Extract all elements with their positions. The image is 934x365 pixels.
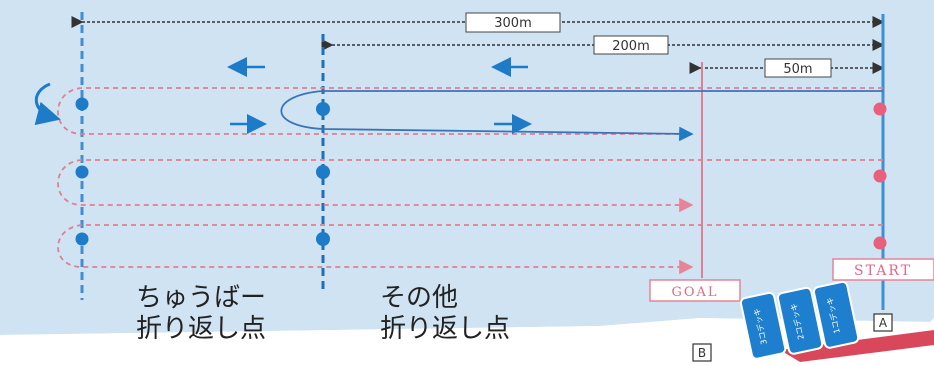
buoys-sonota bbox=[316, 102, 330, 246]
deck-box-2: 2コデッキ bbox=[776, 286, 824, 355]
caption-sonota-line1: その他 bbox=[380, 283, 459, 313]
loop-200m bbox=[280, 90, 883, 142]
start-marker: START bbox=[832, 258, 934, 281]
deck-box-1: 1コデッキ bbox=[812, 280, 860, 349]
caption-chuuba-line1: ちゅうばー bbox=[136, 283, 267, 313]
buoys-start bbox=[873, 102, 887, 250]
dimension-50m: 50m bbox=[689, 58, 885, 78]
marker-b-label: B bbox=[698, 346, 706, 360]
caption-sonota-line2: 折り返し点 bbox=[380, 314, 511, 344]
buoys-chuuba bbox=[75, 97, 89, 246]
dimension-200m: 200m bbox=[321, 35, 885, 55]
deck-box-3: 3コデッキ bbox=[739, 291, 787, 360]
direction-arrows bbox=[227, 57, 532, 134]
caption-chuuba-line2: 折り返し点 bbox=[136, 314, 267, 344]
start-label: START bbox=[854, 263, 912, 279]
dimension-300m: 300m bbox=[71, 12, 885, 33]
goal-label: GOAL bbox=[671, 285, 718, 300]
marker-a: A bbox=[873, 313, 893, 332]
caption-chuuba-turn-point: ちゅうばー 折り返し点 bbox=[136, 283, 266, 345]
water-area bbox=[0, 0, 934, 335]
goal-marker: GOAL bbox=[649, 279, 741, 302]
u-turn-arrow bbox=[34, 82, 61, 126]
label-300m: 300m bbox=[494, 16, 531, 31]
caption-sonota-turn-point: その他 折り返し点 bbox=[380, 283, 510, 345]
label-200m: 200m bbox=[612, 39, 649, 54]
label-50m: 50m bbox=[783, 62, 812, 77]
shore-stripe bbox=[780, 330, 934, 362]
marker-b: B bbox=[692, 343, 712, 362]
marker-a-label: A bbox=[879, 316, 888, 330]
